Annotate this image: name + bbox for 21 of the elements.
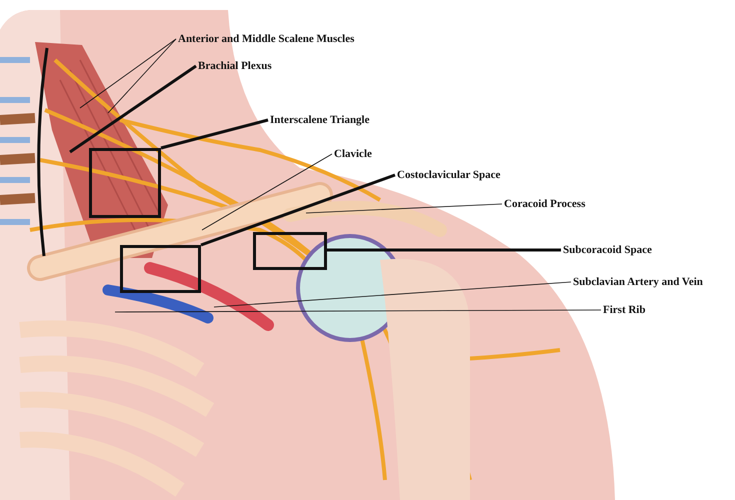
- part-label: Interscalene Triangle: [270, 114, 370, 127]
- leader-line: [69, 64, 197, 154]
- leader-line: [200, 174, 396, 246]
- leader-line: [306, 204, 502, 214]
- part-label: Costoclavicular Space: [397, 169, 500, 182]
- highlight-frame: [89, 148, 161, 218]
- part-label: Coracoid Process: [504, 198, 586, 211]
- part-label: Anterior and Middle Scalene Muscles: [178, 33, 354, 46]
- leader-line: [214, 282, 572, 308]
- highlight-frame: [120, 245, 201, 293]
- part-label: Subclavian Artery and Vein: [573, 276, 703, 289]
- part-label: Clavicle: [334, 148, 372, 161]
- part-label: First Rib: [603, 304, 646, 317]
- leader-line: [114, 310, 602, 312]
- leader-line: [327, 248, 561, 252]
- leader-line: [80, 38, 176, 108]
- leader-line: [202, 154, 332, 230]
- part-label: Subcoracoid Space: [563, 244, 652, 257]
- part-label: Brachial Plexus: [198, 60, 272, 73]
- leader-line: [108, 38, 176, 114]
- highlight-frame: [253, 232, 327, 270]
